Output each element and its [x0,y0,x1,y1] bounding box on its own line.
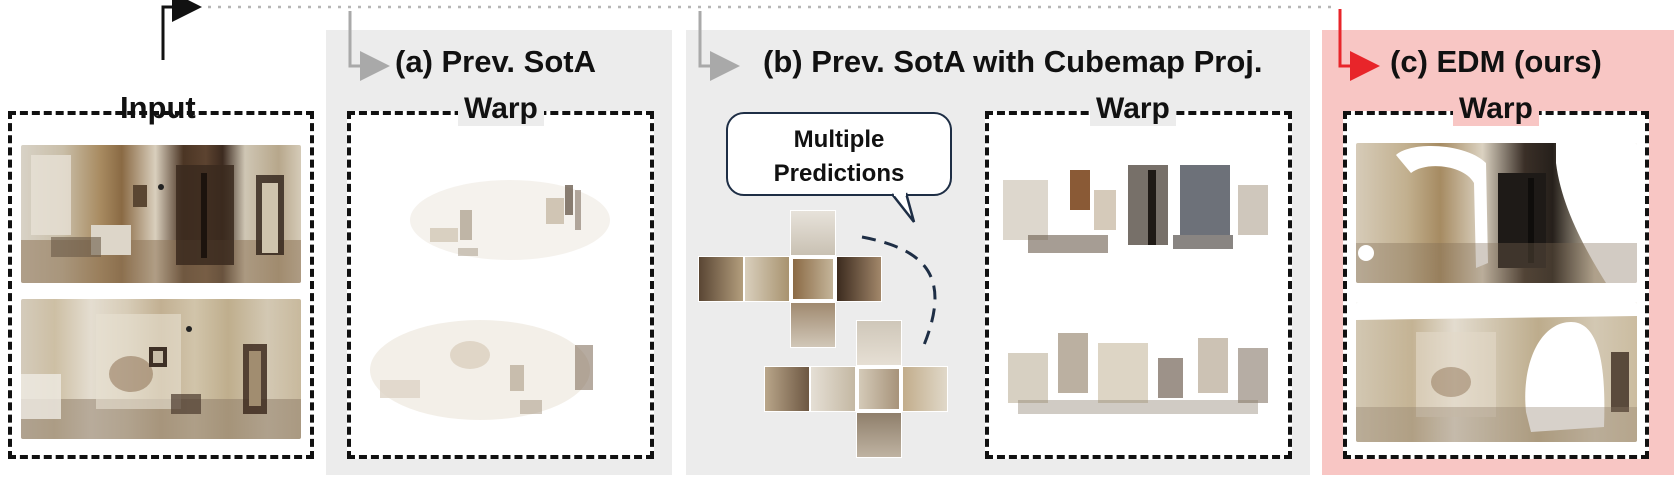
input-panorama-1 [21,145,301,283]
panel-a-warp-image-2 [360,300,640,440]
cubemap-1-left [698,256,744,302]
input-panorama-1-graphic [21,155,301,283]
cubemap-link-curve [861,235,937,346]
input-title: Input [120,90,196,125]
cubemap-2-front [856,366,902,412]
arrow-to-a [348,11,390,81]
panel-b-warp-image-2 [998,318,1280,423]
input-panorama-2 [21,299,301,439]
cubemap-1-front [790,256,836,302]
input-box [8,111,314,459]
cubemap-2-left [764,366,810,412]
panel-b-warp-image-1 [998,160,1280,260]
cubemap-1-bottom [790,302,836,348]
panel-a-warp-image-2-graphic [370,320,593,420]
panel-a-warp-label: Warp [458,92,544,126]
panel-b-warp-image-1-graphic [1003,165,1268,253]
panel-c-warp-label: Warp [1453,92,1539,126]
input-panorama-2-graphic [21,314,301,439]
panel-c-warp-image-2 [1356,302,1637,442]
panel-c-warp-image-1 [1356,143,1637,283]
panel-b-title: (b) Prev. SotA with Cubemap Proj. [763,44,1263,79]
arrow-to-c [1338,9,1380,81]
panel-a-warp-image-1 [360,150,640,285]
callout-line-2: Predictions [773,160,905,187]
panel-b-warp-label: Warp [1090,92,1176,126]
cubemap-2-top [856,320,902,366]
panel-c-warp-image-2-graphic [1356,302,1637,442]
callout-line-1: Multiple [793,126,885,153]
arrow-to-b [698,11,740,81]
panel-c-title: (c) EDM (ours) [1390,44,1602,79]
cubemap-2-left2 [810,366,856,412]
panel-c-warp-image-1-graphic [1356,143,1637,283]
cubemap-2-bottom [856,412,902,458]
cubemap-1-right [836,256,882,302]
input-arrow [161,0,202,60]
panel-b-warp-image-2-graphic [1008,333,1268,414]
panel-a-warp-image-1-graphic [410,180,610,260]
multiple-predictions-callout: Multiple Predictions [726,112,952,196]
panel-a-title: (a) Prev. SotA [395,44,596,79]
cubemap-1-left2 [744,256,790,302]
cubemap-1-top [790,210,836,256]
cubemap-2-right [902,366,948,412]
